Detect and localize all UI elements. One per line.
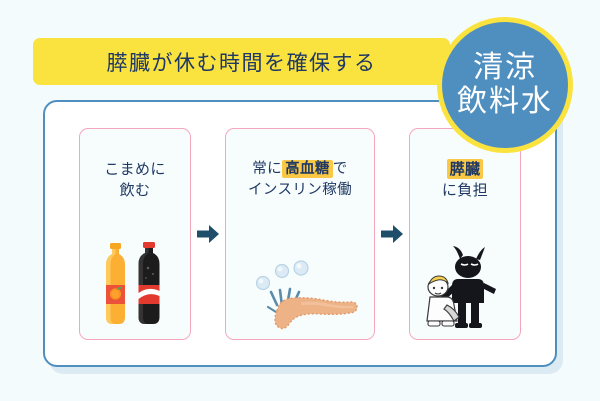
insulin-particles xyxy=(255,259,309,290)
exhausted-person-figure xyxy=(426,274,460,327)
flow-step-drink-often: こまめに 飲む xyxy=(79,127,191,340)
cola-bottle xyxy=(138,241,160,324)
pancreas-organ xyxy=(274,296,358,329)
flow-arrow-1 xyxy=(191,224,225,244)
step1-caption-line1: こまめに xyxy=(104,159,166,178)
flow-panels: こまめに 飲む xyxy=(45,102,555,365)
step2-highlight: 高血糖 xyxy=(282,159,333,178)
pancreas-insulin-illustration xyxy=(226,235,374,331)
step2-caption-line1: 常に高血糖で xyxy=(248,159,352,180)
step1-caption-line2: 飲む xyxy=(119,181,151,200)
step1-caption: こまめに 飲む xyxy=(104,159,166,203)
title-banner: 膵臓が休む時間を確保する xyxy=(33,38,450,85)
step2-prefix: 常に xyxy=(252,160,283,177)
step3-caption-line2: に負担 xyxy=(441,181,489,200)
step2-caption: 常に高血糖で インスリン稼働 xyxy=(248,159,352,201)
step3-caption: 膵臓 に負担 xyxy=(441,158,489,203)
badge-line-1: 清涼 xyxy=(473,50,537,86)
orange-soda-bottle xyxy=(106,242,125,324)
step3-caption-line1: 膵臓 xyxy=(442,158,488,181)
burden-illustration xyxy=(410,235,520,331)
soda-bottles-illustration xyxy=(80,235,190,331)
flow-step-high-blood-sugar: 常に高血糖で インスリン稼働 xyxy=(225,127,375,340)
step3-highlight: 膵臓 xyxy=(446,158,484,179)
step2-caption-line2: インスリン稼働 xyxy=(247,181,352,198)
flow-arrow-2 xyxy=(375,224,409,244)
badge-line-2: 飲料水 xyxy=(457,84,553,119)
step2-suffix: で xyxy=(332,160,348,177)
page-title: 膵臓が休む時間を確保する xyxy=(106,50,377,75)
flow-step-pancreas-burden: 膵臓 に負担 xyxy=(409,127,521,340)
soft-drink-badge: 清涼 飲料水 xyxy=(437,17,573,153)
